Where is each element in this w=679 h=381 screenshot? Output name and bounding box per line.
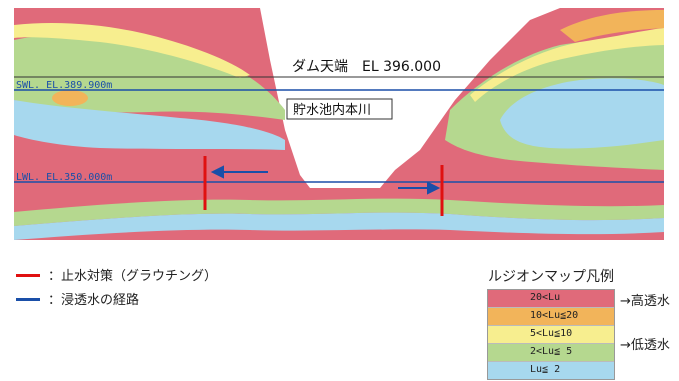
lwl-label: LWL. EL.350.000m [16,172,112,183]
swl-label: SWL. EL.389.900m [16,80,112,91]
lugeon-row-label: 20<Lu [530,292,561,303]
blue-rock-layer-bottom [14,212,664,240]
low-permeability-note: →低透水 [620,338,670,353]
lugeon-row-label: 10<Lu≦20 [530,310,579,321]
yellow-rock-layer-left [14,23,250,78]
geological-cross-section: ダム天端 EL 396.000 SWL. EL.389.900m 貯水池内本川 … [14,8,664,240]
reservoir-label: 貯水池内本川 [293,102,371,118]
lugeon-row: 20<Lu [488,290,614,308]
lugeon-row: 2<Lu≦ 5 [488,344,614,362]
lugeon-row: 5<Lu≦10 [488,326,614,344]
lugeon-row: 10<Lu≦20 [488,308,614,326]
seepage-legend-label: ：浸透水の経路 [48,293,140,308]
lugeon-row-label: Lu≦ 2 [530,364,561,375]
blue-rock-layer-left [14,100,285,150]
lugeon-legend-table: 20<Lu 10<Lu≦20 5<Lu≦10 2<Lu≦ 5 Lu≦ 2 [487,289,615,380]
lugeon-row: Lu≦ 2 [488,362,614,379]
yellow-rock-layer-right [470,28,664,102]
dam-crest-label: ダム天端 EL 396.000 [292,59,441,75]
blue-rock-layer-right [500,78,664,149]
lugeon-legend-title: ルジオンマップ凡例 [488,269,614,285]
seepage-legend-swatch [16,298,40,301]
reservoir-label-box [286,98,393,120]
grouting-legend-label: ：止水対策（グラウチング） [48,269,218,284]
high-permeability-note: →高透水 [620,294,670,309]
seepage-arrow-left [210,165,268,179]
lugeon-row-label: 2<Lu≦ 5 [530,346,573,357]
green-rock-layer-bottom [14,198,664,226]
orange-rock-layer-right [560,10,664,42]
seepage-arrow-right [398,181,441,195]
lugeon-row-label: 5<Lu≦10 [530,328,573,339]
orange-lens-left [52,90,88,106]
grouting-legend-swatch [16,274,40,277]
